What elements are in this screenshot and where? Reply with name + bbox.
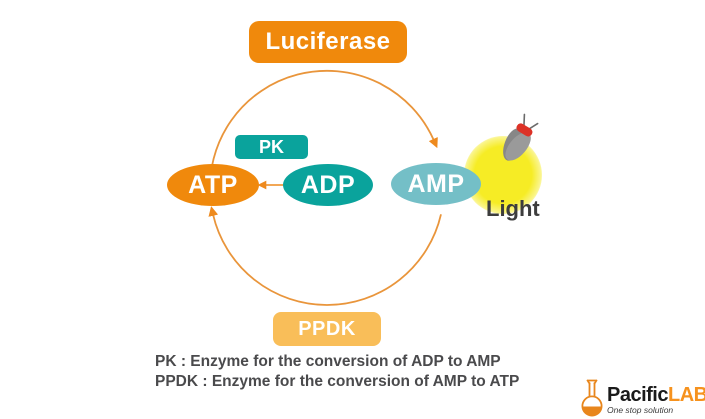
caption-ppdk: PPDK : Enzyme for the conversion of AMP … (155, 373, 520, 390)
logo-name: PacificLAB (607, 385, 705, 405)
cycle-arc-top (209, 69, 438, 199)
logo-text: PacificLAB One stop solution (607, 379, 705, 415)
logo-name-lab: LAB (667, 384, 705, 406)
caption-pk: PK : Enzyme for the conversion of ADP to… (155, 353, 501, 370)
logo-name-pacific: Pacific (607, 384, 668, 406)
firefly-icon (503, 113, 539, 161)
flask-icon (581, 379, 603, 417)
logo-tagline: One stop solution (607, 405, 674, 415)
caption-block: PK : Enzyme for the conversion of ADP to… (155, 352, 519, 392)
atp-ellipse: ATP (167, 164, 259, 206)
adp-label: ADP (300, 170, 356, 199)
pacificlab-logo: PacificLAB One stop solution (580, 379, 705, 418)
pk-enzyme-box: PK (235, 135, 308, 159)
ppdk-enzyme-box: PPDK (273, 312, 381, 346)
luciferase-label: Luciferase (265, 28, 391, 55)
amp-ellipse: AMP (391, 163, 481, 205)
light-label: Light (486, 196, 540, 221)
firefly-right-wing (505, 132, 531, 161)
firefly-head (516, 123, 533, 137)
cycle-arc-bottom (208, 206, 442, 306)
pk-label: PK (258, 136, 284, 157)
ppdk-label: PPDK (298, 317, 356, 340)
luciferase-box: Luciferase (249, 21, 407, 63)
atp-label: ATP (188, 170, 238, 199)
adp-ellipse: ADP (283, 164, 373, 206)
amp-label: AMP (407, 169, 465, 198)
